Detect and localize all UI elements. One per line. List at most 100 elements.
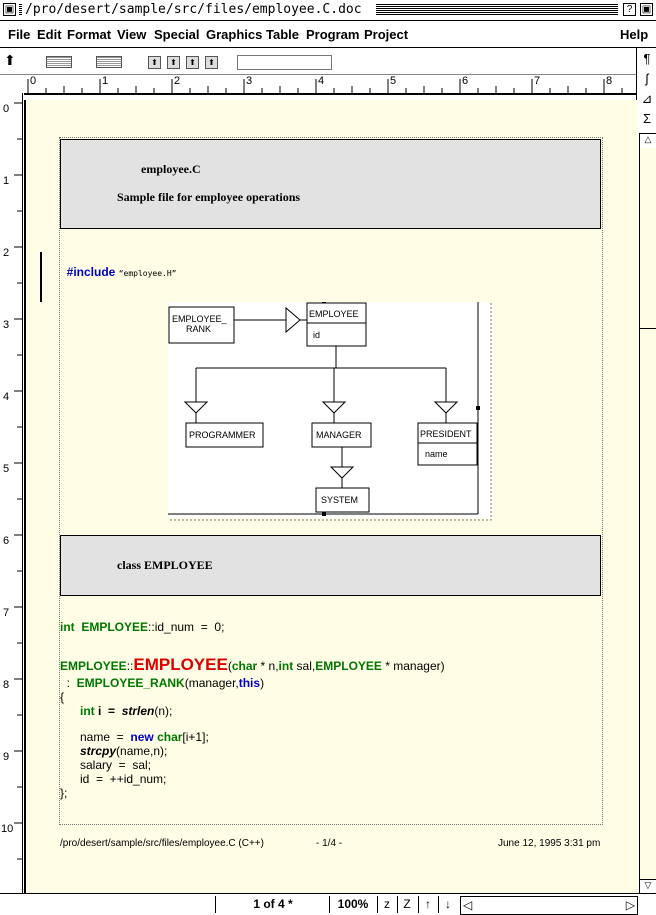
keyword-new: new bbox=[130, 730, 154, 744]
file-name-heading: employee.C bbox=[141, 162, 201, 176]
manager-class-label: MANAGER bbox=[316, 430, 362, 440]
include-line[interactable]: #include “employee.H” bbox=[60, 251, 177, 279]
menu-project[interactable]: Project bbox=[364, 27, 409, 42]
menu-file[interactable]: File bbox=[8, 27, 31, 42]
zoom-out-button[interactable]: z bbox=[377, 896, 396, 913]
change-bar bbox=[40, 252, 42, 302]
ruler-label: 0 bbox=[30, 75, 37, 87]
function-name: strcpy bbox=[80, 744, 117, 758]
page-down-icon[interactable]: ↓ bbox=[438, 896, 457, 913]
menu-program[interactable]: Program bbox=[306, 27, 360, 42]
employee-class-label: EMPLOYEE bbox=[309, 309, 359, 319]
code-text: (n); bbox=[154, 704, 173, 718]
code-line-5[interactable]: int i = strlen(n); bbox=[80, 704, 172, 718]
page-up-icon[interactable]: ↑ bbox=[418, 896, 437, 913]
ruler-label: 4 bbox=[318, 75, 325, 87]
scroll-up-arrow-icon[interactable]: △ bbox=[640, 134, 656, 149]
zoom-in-button[interactable]: Z bbox=[397, 896, 416, 913]
footer-path: /pro/desert/sample/src/files/employee.C … bbox=[60, 838, 264, 849]
scroll-thumb[interactable] bbox=[640, 148, 656, 329]
zoom-level[interactable]: 100% bbox=[329, 896, 376, 913]
ruler-label: 2 bbox=[3, 247, 10, 259]
menu-graphics[interactable]: Graphics bbox=[206, 27, 263, 42]
code-text: * manager) bbox=[381, 659, 445, 673]
up-arrow-icon[interactable]: ⬆ bbox=[4, 52, 16, 68]
code-line-10[interactable]: }; bbox=[60, 786, 68, 800]
code-text: sal, bbox=[293, 659, 316, 673]
code-line-4[interactable]: { bbox=[60, 690, 65, 704]
menu-view[interactable]: View bbox=[117, 27, 147, 42]
window-menu-icon[interactable]: ▣ bbox=[3, 3, 16, 16]
toolbar-text-field[interactable] bbox=[237, 55, 332, 70]
scroll-right-arrow-icon[interactable]: ▷ bbox=[625, 898, 635, 912]
code-line-9[interactable]: id = ++id_num; bbox=[80, 772, 167, 786]
class-diagram[interactable]: EMPLOYEE_ RANK EMPLOYEE id PROGRAMMER MA… bbox=[165, 299, 492, 529]
ruler-label: 9 bbox=[3, 751, 10, 763]
zoom-icon[interactable]: ▣ bbox=[640, 3, 653, 16]
programmer-class-label: PROGRAMMER bbox=[189, 430, 256, 440]
nav-button-2[interactable]: ⬆ bbox=[167, 56, 180, 69]
code-text: (name,n); bbox=[116, 744, 168, 758]
style-button-2[interactable] bbox=[96, 56, 122, 68]
menu-special[interactable]: Special bbox=[154, 27, 200, 42]
scroll-left-arrow-icon[interactable]: ◁ bbox=[463, 898, 473, 912]
code-line-1[interactable]: int EMPLOYEE::id_num = 0; bbox=[60, 620, 224, 634]
footer-page: - 1/4 - bbox=[316, 838, 343, 849]
title-bar-pattern bbox=[376, 4, 618, 16]
code-text: :: bbox=[126, 659, 134, 673]
menu-help[interactable]: Help bbox=[620, 27, 649, 42]
ruler-label: 10 bbox=[1, 823, 14, 835]
sigma-icon[interactable]: Σ bbox=[642, 111, 652, 126]
code-text: * n, bbox=[257, 659, 279, 673]
status-bar: 1 of 4 * 100% z Z ↑ ↓ ◁ ▷ bbox=[0, 893, 656, 915]
ruler-label: 7 bbox=[3, 607, 10, 619]
title-bar[interactable]: ▣ /pro/desert/sample/src/files/employee.… bbox=[0, 0, 656, 21]
ruler-label: 5 bbox=[3, 463, 10, 475]
nav-button-3[interactable]: ⬆ bbox=[186, 56, 199, 69]
function-name: strlen bbox=[121, 704, 155, 718]
graphics-icon[interactable]: ⊿ bbox=[641, 91, 653, 106]
code-text: i = bbox=[94, 704, 122, 718]
menu-edit[interactable]: Edit bbox=[37, 27, 62, 42]
ruler-label: 4 bbox=[3, 391, 10, 403]
code-text: ) bbox=[260, 676, 265, 690]
code-line-6[interactable]: name = new char[i+1]; bbox=[80, 730, 209, 744]
code-line-7[interactable]: strcpy(name,n); bbox=[80, 744, 167, 758]
rank-class-label-1: EMPLOYEE_ bbox=[172, 314, 228, 324]
ruler-label: 3 bbox=[3, 319, 10, 331]
code-line-8[interactable]: salary = sal; bbox=[80, 758, 152, 772]
code-line-3[interactable]: : EMPLOYEE_RANK(manager,this) bbox=[60, 676, 264, 690]
menu-table[interactable]: Table bbox=[266, 27, 299, 42]
ruler-label: 7 bbox=[534, 75, 541, 87]
style-button-1[interactable] bbox=[46, 56, 72, 68]
include-directive: #include bbox=[66, 265, 116, 279]
keyword-char: char bbox=[157, 730, 183, 744]
nav-button-1[interactable]: ⬆ bbox=[148, 56, 161, 69]
code-text: ::id_num = 0; bbox=[148, 620, 225, 634]
ruler-label: 6 bbox=[3, 535, 10, 547]
keyword-this: this bbox=[238, 676, 261, 690]
page-indicator[interactable]: 1 of 4 * bbox=[215, 896, 330, 913]
president-attr-label: name bbox=[425, 449, 448, 459]
function-icon[interactable]: ʃ bbox=[645, 71, 649, 86]
file-header-box: employee.C Sample file for employee oper… bbox=[60, 139, 601, 229]
class-name: EMPLOYEE bbox=[81, 620, 149, 634]
footer-date: June 12, 1995 3:31 pm bbox=[498, 838, 601, 849]
help-icon[interactable]: ? bbox=[623, 3, 636, 16]
window-title: /pro/desert/sample/src/files/employee.C.… bbox=[22, 2, 365, 17]
keyword-int: int bbox=[60, 620, 75, 634]
class-diagram-svg: EMPLOYEE_ RANK EMPLOYEE id PROGRAMMER MA… bbox=[165, 299, 492, 521]
scroll-down-arrow-icon[interactable]: ▽ bbox=[640, 879, 656, 894]
pilcrow-icon[interactable]: ¶ bbox=[643, 51, 651, 66]
vertical-ruler: 0 1 2 3 4 5 6 7 8 9 10 bbox=[0, 93, 23, 893]
ruler-label: 1 bbox=[102, 75, 109, 87]
right-tool-panel: ¶ ʃ ⊿ Σ △ ▽ bbox=[636, 48, 656, 895]
nav-button-4[interactable]: ⬆ bbox=[205, 56, 218, 69]
ruler-label: 2 bbox=[174, 75, 181, 87]
code-line-2[interactable]: EMPLOYEE::EMPLOYEE(char * n,int sal,EMPL… bbox=[60, 655, 445, 675]
vertical-scrollbar[interactable]: △ ▽ bbox=[639, 133, 656, 895]
menu-format[interactable]: Format bbox=[67, 27, 112, 42]
title-bar-pattern bbox=[19, 4, 22, 16]
horizontal-scrollbar[interactable]: ◁ ▷ bbox=[460, 896, 638, 915]
ruler-label: 6 bbox=[462, 75, 469, 87]
